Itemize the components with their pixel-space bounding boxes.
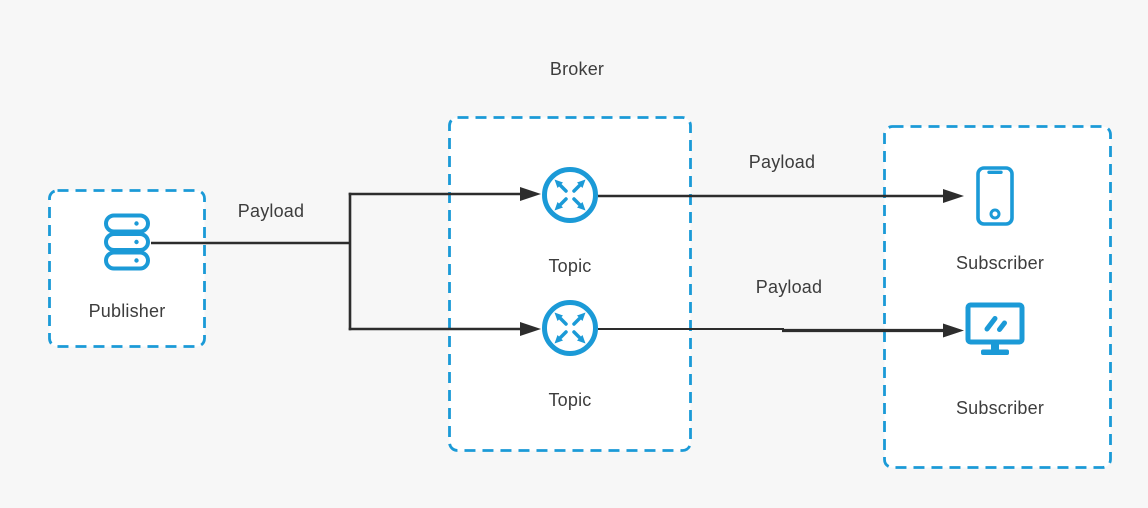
payload-label: Payload xyxy=(237,201,305,221)
server-stack-icon xyxy=(103,213,151,271)
subscriber-group-box xyxy=(883,125,1112,469)
arrowhead xyxy=(943,189,964,203)
arrowhead xyxy=(520,187,541,201)
arrowhead xyxy=(943,323,964,338)
monitor-icon xyxy=(965,302,1025,356)
edge-topic2-to-subscriber2 xyxy=(598,323,964,338)
topic-label: Topic xyxy=(548,390,592,410)
payload-label: Payload xyxy=(748,152,816,172)
broadcast-router-icon xyxy=(541,166,599,224)
publisher-label: Publisher xyxy=(88,301,166,321)
topic-label: Topic xyxy=(548,256,592,276)
edge-topic1-to-subscriber1 xyxy=(598,189,964,203)
subscriber-label: Subscriber xyxy=(955,398,1045,418)
subscriber-label: Subscriber xyxy=(955,253,1045,273)
edge-publisher-to-topics xyxy=(151,187,541,336)
broker-title: Broker xyxy=(549,59,605,79)
arrowhead xyxy=(520,322,541,336)
payload-label: Payload xyxy=(755,277,823,297)
smartphone-icon xyxy=(975,165,1015,227)
broadcast-router-icon xyxy=(541,299,599,357)
broker-group-box xyxy=(448,116,692,452)
